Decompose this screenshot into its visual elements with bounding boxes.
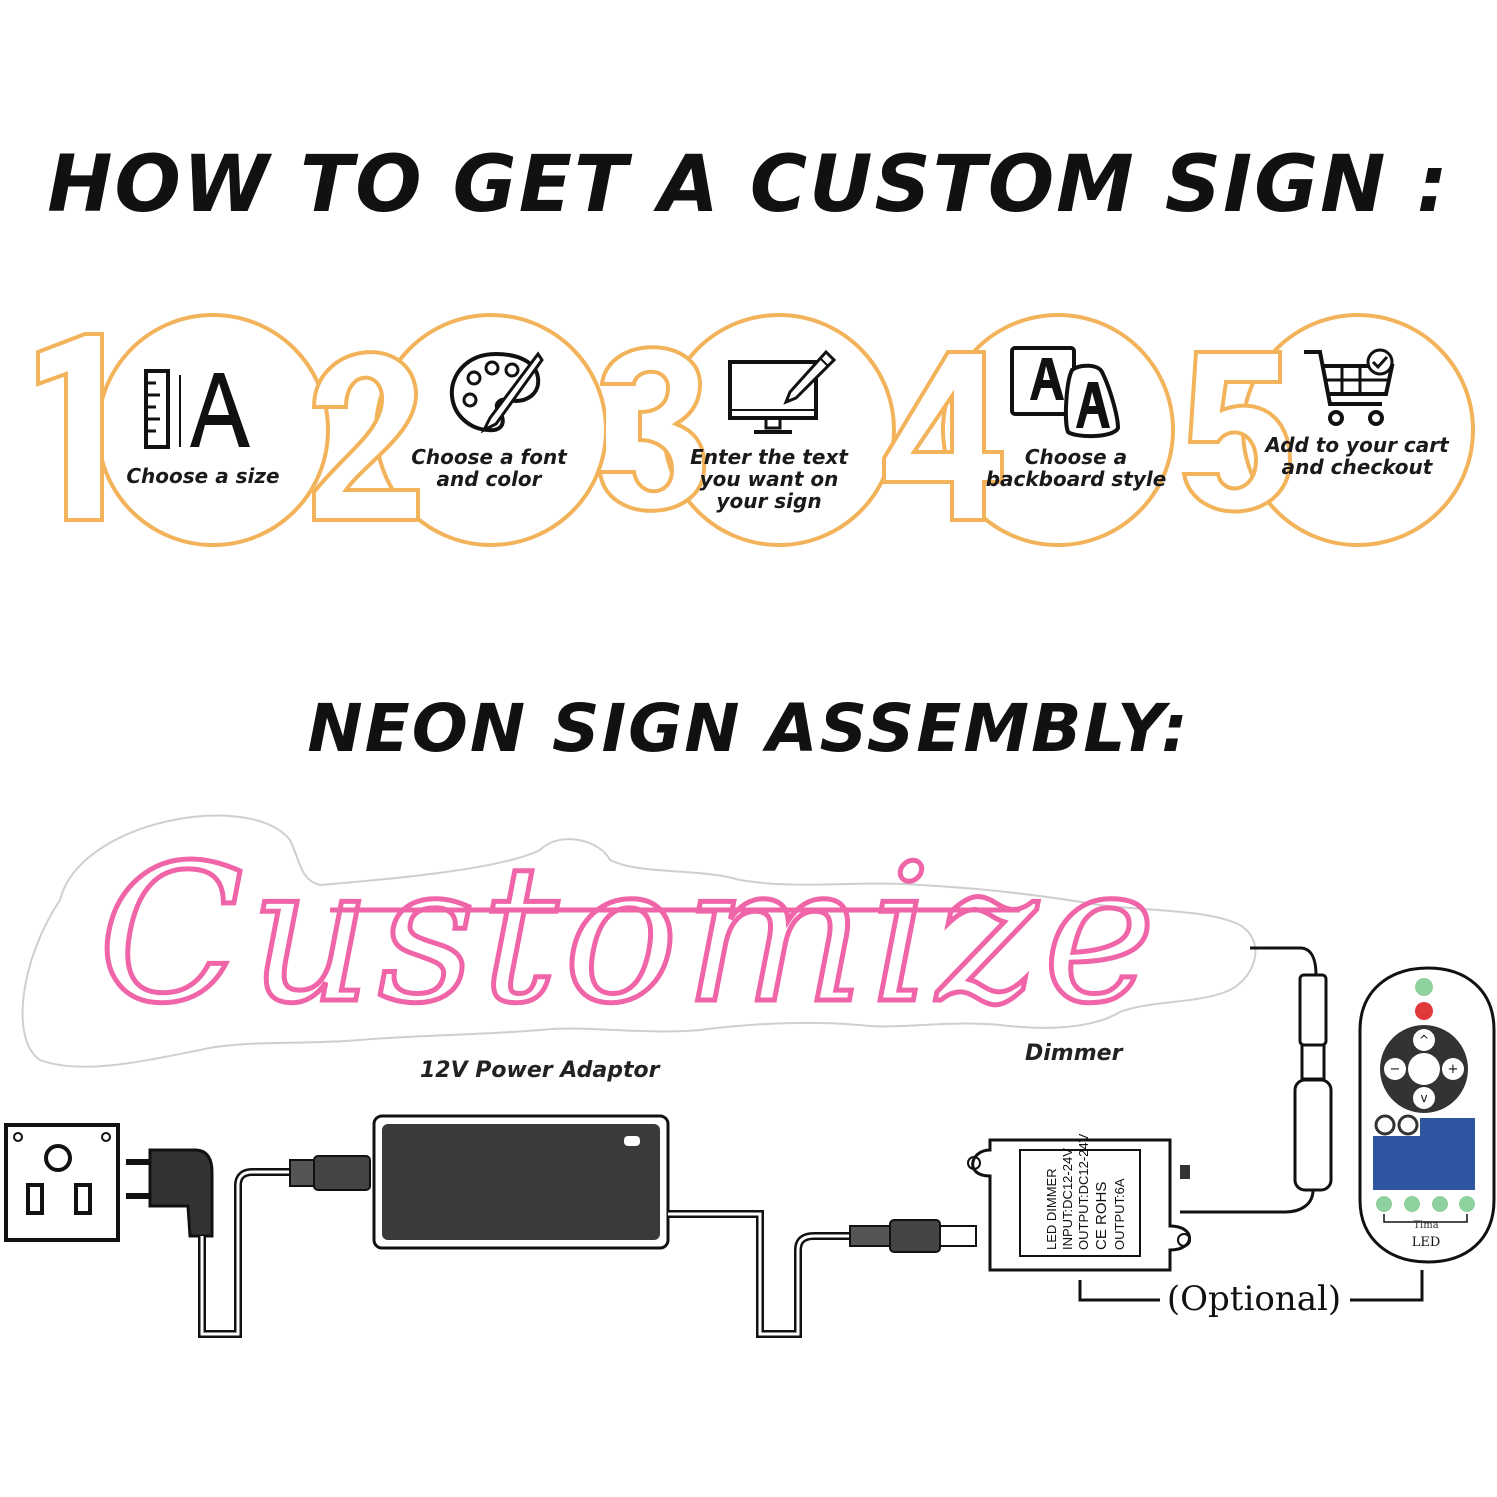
shopping-cart-icon xyxy=(1300,346,1400,430)
dimmer-label: Dimmer xyxy=(1025,1041,1123,1066)
svg-text:−: − xyxy=(1390,1062,1401,1077)
step-3-label: Enter the text you want on your sign xyxy=(690,445,848,513)
ac-connector xyxy=(289,1155,371,1191)
step-5: Add to your cart and checkout xyxy=(1178,312,1478,552)
acrylic-backboard xyxy=(21,814,1257,1068)
remote-off-button xyxy=(1415,1002,1433,1020)
dimmer-output-cable xyxy=(1180,1189,1315,1214)
svg-text:^: ^ xyxy=(1419,1033,1429,1047)
remote-keypad xyxy=(1373,1136,1475,1190)
step-3-number-circle xyxy=(597,313,896,547)
dimmer-text-4: CE ROHS xyxy=(1093,1182,1110,1250)
monitor-pen-icon xyxy=(726,348,836,438)
dimmer-text-5: OUTPUT:6A xyxy=(1112,1178,1127,1250)
remote-led-label: LED xyxy=(1412,1235,1441,1250)
ruler-letter-icon xyxy=(142,367,262,452)
remote-brand: Tlma xyxy=(1413,1220,1438,1231)
sign-cable xyxy=(1250,946,1318,976)
inline-connector xyxy=(1298,973,1328,1047)
assembly-diagram: Customize xyxy=(4,814,1496,1338)
assembly-title: NEON SIGN ASSEMBLY: xyxy=(307,690,1190,767)
remote-on-button xyxy=(1415,978,1433,996)
svg-text:+: + xyxy=(1448,1062,1459,1077)
dimmer-text-2: INPUT:DC12-24V xyxy=(1060,1148,1075,1250)
optional-bracket-right xyxy=(1350,1270,1424,1302)
step-4: Choose a backboard style xyxy=(880,312,1180,552)
connector-sleeve xyxy=(1293,1078,1333,1192)
wall-plug xyxy=(126,1148,214,1238)
palette-icon xyxy=(446,348,546,438)
optional-label: (Optional) xyxy=(1167,1279,1341,1319)
step-4-label: Choose a backboard style xyxy=(985,445,1167,491)
wall-outlet xyxy=(4,1123,120,1242)
step-2-number-circle xyxy=(311,313,606,547)
led-dimmer-box xyxy=(967,1138,1191,1272)
step-5-number-circle xyxy=(1181,313,1475,547)
dimmer-text-1: LED DIMMER xyxy=(1044,1168,1059,1250)
connector-plug xyxy=(1300,1043,1326,1081)
step-3: Enter the text you want on your sign xyxy=(596,312,896,552)
dc-barrel-plug xyxy=(849,1219,977,1253)
remote-control: ^ − + v Tlma LED xyxy=(1358,966,1496,1264)
power-adaptor-label: 12V Power Adaptor xyxy=(420,1058,660,1083)
step-1-label: Choose a size xyxy=(126,464,280,488)
backboard-letters-icon xyxy=(1006,342,1126,442)
step-5-label: Add to your cart and checkout xyxy=(1265,433,1449,479)
page-title: HOW TO GET A CUSTOM SIGN : xyxy=(47,140,1450,230)
step-2-label: Choose a font and color xyxy=(411,445,567,491)
svg-text:v: v xyxy=(1420,1091,1427,1105)
dimmer-text-3: OUTPUT:DC12-24V xyxy=(1076,1133,1091,1250)
dimmer-box-text: LED DIMMER INPUT:DC12-24V OUTPUT:DC12-24… xyxy=(1044,1133,1127,1250)
step-1-number-circle xyxy=(36,313,330,547)
ac-cable xyxy=(198,1168,300,1338)
step-2: Choose a font and color xyxy=(306,312,606,552)
step-1: Choose a size xyxy=(30,312,330,552)
step-4-number-circle xyxy=(882,313,1175,547)
power-adaptor xyxy=(372,1114,670,1250)
optional-bracket-left xyxy=(1078,1280,1160,1302)
neon-sign-text: Customize xyxy=(98,824,1161,1045)
